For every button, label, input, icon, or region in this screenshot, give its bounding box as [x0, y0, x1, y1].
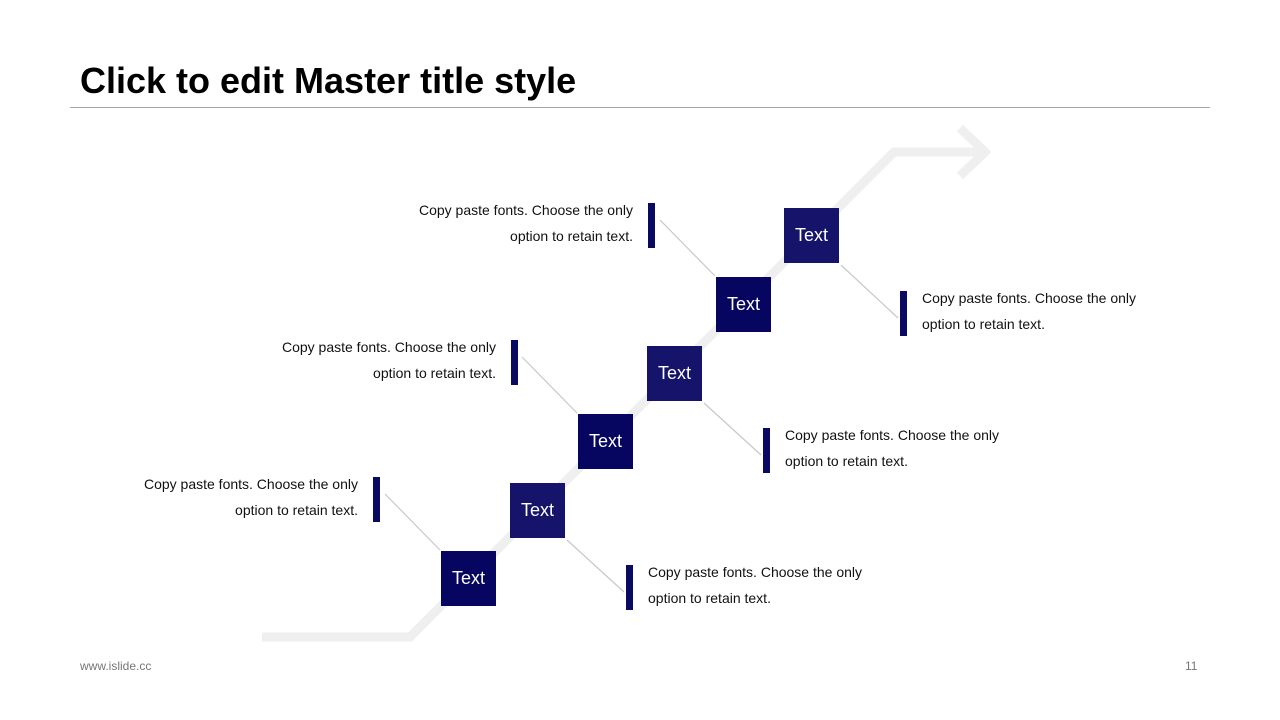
description-line: option to retain text.: [922, 316, 1045, 332]
description-line: option to retain text.: [235, 502, 358, 518]
description-line: Copy paste fonts. Choose the only: [143, 476, 358, 492]
step-box-5[interactable]: Text: [716, 277, 771, 332]
accent-bar: [373, 477, 380, 522]
step-box-1[interactable]: Text: [441, 551, 496, 606]
title-divider: [70, 107, 1210, 108]
page-number: 11: [1185, 659, 1198, 673]
description-line: Copy paste fonts. Choose the only: [922, 290, 1137, 306]
step-description-3[interactable]: Copy paste fonts. Choose the only option …: [236, 334, 496, 386]
description-line: Copy paste fonts. Choose the only: [785, 427, 1000, 443]
description-line: option to retain text.: [785, 453, 908, 469]
connector-line: [384, 493, 441, 551]
footer-url: www.islide.cc: [80, 659, 152, 673]
description-line: Copy paste fonts. Choose the only: [281, 339, 496, 355]
slide-title[interactable]: Click to edit Master title style: [80, 60, 577, 101]
step-description-1[interactable]: Copy paste fonts. Choose the only option …: [98, 471, 358, 523]
description-line: option to retain text.: [373, 365, 496, 381]
accent-bar: [900, 291, 907, 336]
description-line: option to retain text.: [648, 590, 771, 606]
connector-lines: [384, 219, 899, 593]
description-line: Copy paste fonts. Choose the only: [648, 564, 863, 580]
connector-line: [703, 402, 762, 456]
step-box-3[interactable]: Text: [578, 414, 633, 469]
step-box-4[interactable]: Text: [647, 346, 702, 401]
step-box-2[interactable]: Text: [510, 483, 565, 538]
connector-line: [659, 219, 716, 277]
step-description-2[interactable]: Copy paste fonts. Choose the only option …: [648, 559, 908, 611]
step-description-4[interactable]: Copy paste fonts. Choose the only option …: [785, 422, 1045, 474]
step-description-6[interactable]: Copy paste fonts. Choose the only option …: [922, 285, 1182, 337]
step-box-6[interactable]: Text: [784, 208, 839, 263]
step-description-5[interactable]: Copy paste fonts. Choose the only option …: [373, 197, 633, 249]
arrow-head-icon: [956, 124, 992, 180]
accent-bar: [763, 428, 770, 473]
description-line: Copy paste fonts. Choose the only: [418, 202, 633, 218]
connector-line: [566, 539, 625, 593]
connector-line: [840, 264, 899, 319]
accent-bar: [648, 203, 655, 248]
description-line: option to retain text.: [510, 228, 633, 244]
accent-bar: [511, 340, 518, 385]
connector-line: [521, 356, 578, 414]
accent-bar: [626, 565, 633, 610]
